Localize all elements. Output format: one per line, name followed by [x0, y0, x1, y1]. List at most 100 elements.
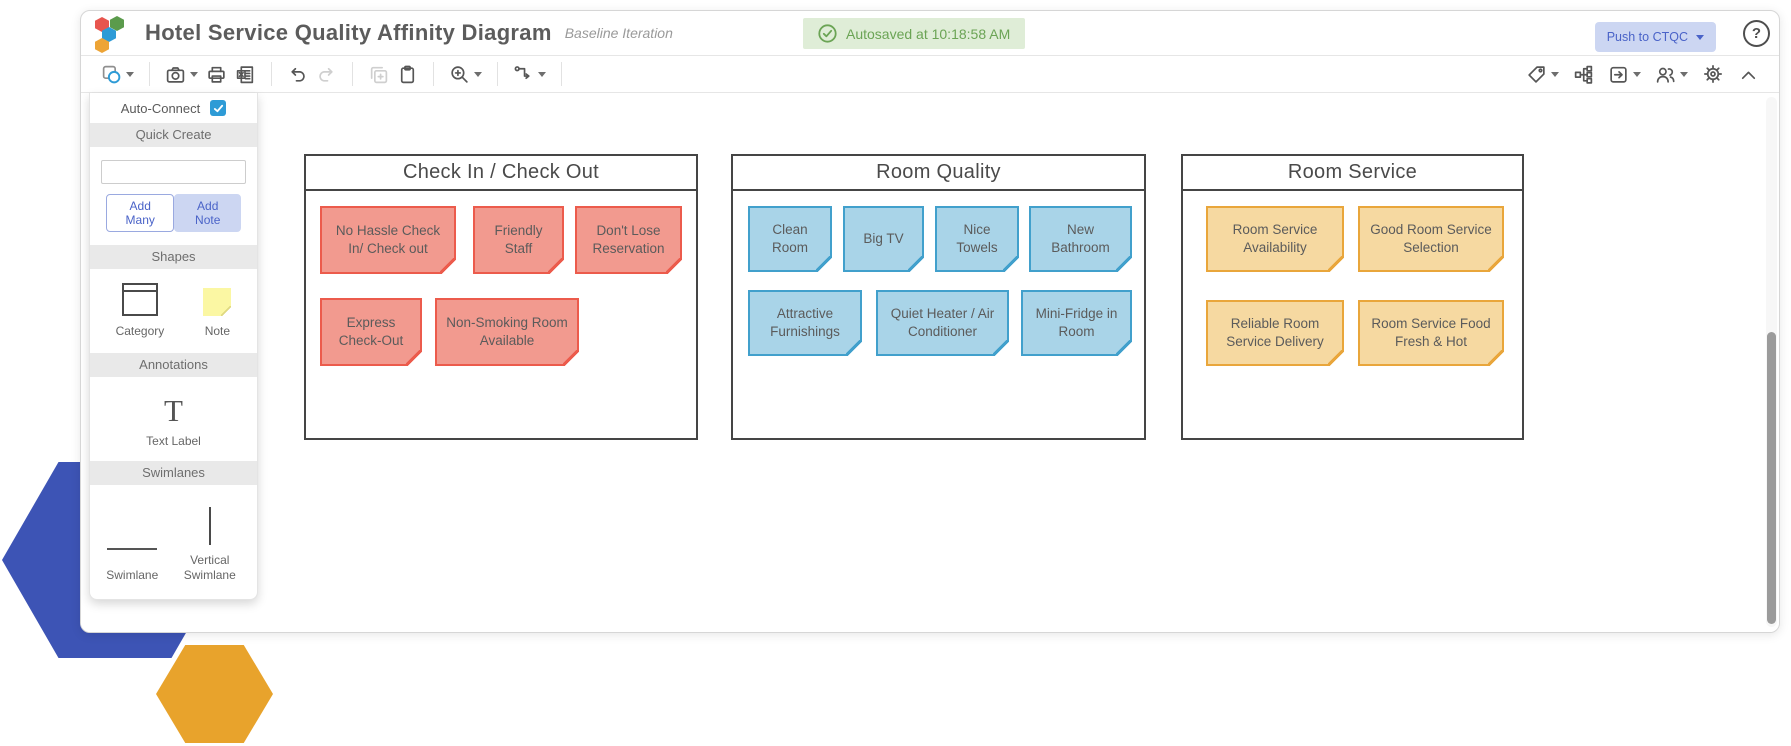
excel-export-icon	[236, 65, 254, 83]
sticky-note[interactable]: Nice Towels	[935, 206, 1019, 272]
sticky-note[interactable]: Don't Lose Reservation	[575, 206, 682, 274]
org-chart-button[interactable]	[1569, 61, 1598, 88]
sticky-note[interactable]: New Bathroom	[1029, 206, 1132, 272]
screenshot-button[interactable]	[161, 61, 202, 88]
sticky-note[interactable]: Room Service Food Fresh & Hot	[1358, 300, 1504, 366]
clipboard-icon	[400, 65, 415, 83]
shape-label: Swimlane	[106, 568, 159, 582]
help-button[interactable]: ?	[1743, 20, 1770, 47]
sticky-note[interactable]: Attractive Furnishings	[748, 290, 862, 356]
swimlane-icon	[107, 548, 158, 550]
shape-text-label[interactable]: T Text Label	[146, 395, 201, 449]
sticky-note[interactable]: Non-Smoking Room Available	[435, 298, 579, 366]
quick-create-header: Quick Create	[90, 123, 257, 147]
shape-label: Text Label	[146, 434, 201, 448]
sticky-note[interactable]: Friendly Staff	[473, 206, 564, 274]
shape-style-icon	[102, 65, 121, 83]
export-excel-button[interactable]	[231, 61, 260, 88]
shape-category[interactable]: Category	[115, 283, 165, 339]
gear-icon	[1703, 64, 1723, 84]
export-arrow-icon	[1610, 66, 1627, 83]
document-subtitle: Baseline Iteration	[564, 25, 673, 41]
vertical-scrollbar[interactable]	[1766, 97, 1777, 627]
shape-label: Category	[115, 324, 165, 338]
shape-swimlane[interactable]: Swimlane	[106, 548, 158, 583]
shapes-section-header: Shapes	[90, 245, 257, 269]
app-header: Hotel Service Quality Affinity Diagram B…	[81, 11, 1779, 56]
decor-hexagon-orange	[156, 645, 273, 743]
print-button[interactable]	[202, 61, 231, 88]
chevron-down-icon	[126, 71, 134, 77]
duplicate-button[interactable]	[364, 61, 393, 88]
camera-icon	[166, 66, 185, 83]
connector-style-button[interactable]	[509, 61, 550, 88]
chevron-down-icon	[190, 71, 198, 77]
vertical-swimlane-icon	[208, 507, 211, 545]
shape-vertical-swimlane[interactable]: Vertical Swimlane	[179, 507, 241, 583]
collapse-toolbar-button[interactable]	[1734, 61, 1763, 88]
org-chart-icon	[1574, 65, 1593, 84]
zoom-in-icon	[451, 65, 468, 83]
chevron-down-icon	[474, 71, 482, 77]
chevron-down-icon	[1633, 71, 1641, 77]
sticky-note[interactable]: Express Check-Out	[320, 298, 422, 366]
sticky-note[interactable]: Room Service Availability	[1206, 206, 1344, 272]
canvas[interactable]: Auto-Connect Quick Create Add Many Add N…	[81, 93, 1779, 632]
add-many-button[interactable]: Add Many	[106, 194, 175, 232]
auto-connect-checkbox[interactable]	[210, 100, 227, 116]
toolbar-separator	[271, 62, 272, 86]
category-title: Check In / Check Out	[306, 156, 696, 191]
sticky-note[interactable]: Quiet Heater / Air Conditioner	[876, 290, 1009, 356]
swimlane-items: Swimlane Vertical Swimlane	[90, 485, 257, 599]
push-to-ctqc-button[interactable]: Push to CTQC	[1594, 22, 1716, 52]
undo-button[interactable]	[283, 61, 312, 88]
shapes-panel: Auto-Connect Quick Create Add Many Add N…	[89, 93, 258, 600]
sticky-note[interactable]: Reliable Room Service Delivery	[1206, 300, 1344, 366]
sticky-note[interactable]: Big TV	[843, 206, 924, 272]
shape-style-button[interactable]	[97, 61, 138, 88]
sticky-note[interactable]: Mini-Fridge in Room	[1021, 290, 1132, 356]
category-box-check-in-check-out[interactable]: Check In / Check Out No Hassle Check In/…	[304, 154, 698, 440]
chevron-down-icon	[538, 71, 546, 77]
shape-label: Vertical Swimlane	[183, 553, 236, 582]
tag-button[interactable]	[1522, 61, 1563, 88]
settings-button[interactable]	[1698, 60, 1728, 88]
main-toolbar	[81, 56, 1779, 93]
note-shape-icon	[203, 288, 232, 316]
category-shape-icon	[121, 283, 158, 316]
app-window: Hotel Service Quality Affinity Diagram B…	[80, 10, 1780, 633]
annotations-section-header: Annotations	[90, 353, 257, 377]
paste-button[interactable]	[393, 61, 422, 88]
chevron-down-icon	[1551, 71, 1559, 77]
redo-icon	[319, 67, 333, 82]
check-icon	[213, 104, 223, 112]
printer-icon	[208, 66, 225, 83]
quick-create-input[interactable]	[101, 160, 246, 184]
toolbar-separator	[433, 62, 434, 86]
help-glyph: ?	[1751, 25, 1762, 42]
auto-connect-label: Auto-Connect	[120, 100, 201, 116]
add-note-button[interactable]: Add Note	[174, 194, 241, 232]
export-button[interactable]	[1604, 61, 1645, 88]
sticky-note[interactable]: Clean Room	[748, 206, 832, 272]
duplicate-icon	[370, 66, 388, 83]
toolbar-separator	[149, 62, 150, 86]
chevron-up-icon	[1741, 71, 1756, 79]
toolbar-separator	[561, 62, 562, 86]
vertical-scrollbar-thumb[interactable]	[1767, 332, 1776, 624]
users-icon	[1656, 67, 1675, 83]
shape-note[interactable]: Note	[203, 288, 232, 339]
sticky-note[interactable]: No Hassle Check In/ Check out	[320, 206, 456, 274]
tag-icon	[1528, 65, 1545, 83]
category-box-room-quality[interactable]: Room Quality Clean Room Big TV Nice Towe…	[731, 154, 1146, 440]
app-logo-icon	[95, 16, 125, 53]
toolbar-right-group	[1522, 60, 1763, 88]
redo-button[interactable]	[312, 61, 341, 88]
connector-icon	[514, 65, 530, 79]
collaborators-button[interactable]	[1651, 61, 1692, 88]
category-title: Room Quality	[733, 156, 1144, 191]
zoom-button[interactable]	[445, 61, 486, 88]
sticky-note[interactable]: Good Room Service Selection	[1358, 206, 1504, 272]
category-box-room-service[interactable]: Room Service Room Service Availability G…	[1181, 154, 1524, 440]
